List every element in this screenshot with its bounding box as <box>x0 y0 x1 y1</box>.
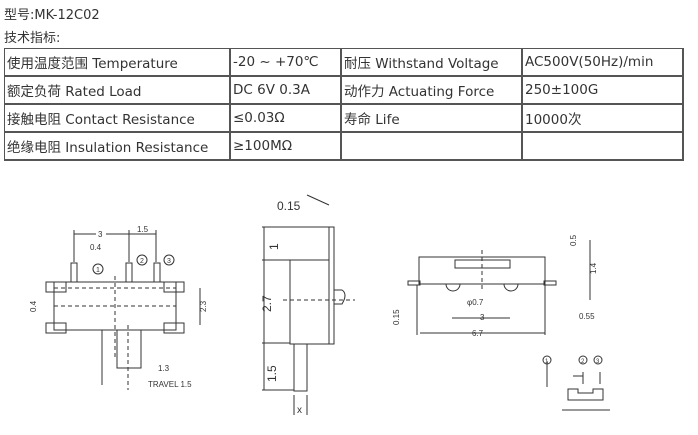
dim-x: x <box>297 405 302 416</box>
side-body <box>289 259 330 345</box>
dim-3-bottom: 3 <box>480 313 485 322</box>
pin-1 <box>70 262 78 283</box>
pin-label-2-bottom: 2 <box>581 359 585 365</box>
dim-0-5: 0.5 <box>569 234 578 246</box>
dim-1-3: 1.3 <box>158 364 170 373</box>
cell: ≥100MΩ <box>229 131 342 161</box>
cell: DC 6V 0.3A <box>229 75 342 105</box>
dim-travel: TRAVEL 1.5 <box>148 380 192 389</box>
cell <box>521 131 684 161</box>
cell: 使用温度范围 Temperature <box>4 48 231 77</box>
cell: 寿命 Life <box>340 103 523 133</box>
spec-title: 技术指标: <box>4 31 61 46</box>
cell: -20 ~ +70℃ <box>229 48 342 77</box>
dim-2-7: 2.7 <box>260 295 274 312</box>
dim-0-15: 0.15 <box>277 199 301 213</box>
pin-2 <box>125 262 133 283</box>
table-row: 绝缘电阻 Insulation Resistance≥100MΩ <box>4 131 684 161</box>
dim-1-5: 1.5 <box>137 225 149 234</box>
dim-1-5-side: 1.5 <box>265 365 279 382</box>
model-number: 型号:MK-12C02 <box>4 8 100 23</box>
bottom-view <box>407 240 610 411</box>
dim-1: 1 <box>267 243 281 250</box>
cell: 250±100G <box>521 75 684 105</box>
cell: 耐压 Withstand Voltage <box>340 48 523 77</box>
dim-3: 3 <box>98 230 103 239</box>
pin-label-1-bottom: 1 <box>545 359 549 365</box>
cell: AC500V(50Hz)/min <box>521 48 684 77</box>
pin-label-1: 1 <box>96 267 100 274</box>
dim-0-55: 0.55 <box>579 312 595 321</box>
cell: 额定负荷 Rated Load <box>4 75 231 105</box>
dim-0-15-bottom: 0.15 <box>392 309 401 325</box>
dim-0-4: 0.4 <box>90 243 102 252</box>
actuator <box>116 329 142 369</box>
cell: ≤0.03Ω <box>229 103 342 133</box>
cell: 动作力 Actuating Force <box>340 75 523 105</box>
dim-6-7: 6.7 <box>472 329 484 338</box>
dim-phi-0-7: φ0.7 <box>467 298 484 307</box>
pin-3 <box>153 262 161 283</box>
pin-label-2: 2 <box>140 258 144 265</box>
cell: 10000次 <box>521 103 684 133</box>
pin-label-3: 3 <box>167 258 171 265</box>
dim-2-3: 2.3 <box>199 300 208 312</box>
cell <box>340 131 523 161</box>
pin-label-3-bottom: 3 <box>596 359 600 365</box>
front-view <box>45 230 201 390</box>
dim-1-4: 1.4 <box>589 262 598 274</box>
cell: 绝缘电阻 Insulation Resistance <box>4 131 231 161</box>
dim-0-4-vertical: 0.4 <box>29 300 38 312</box>
cell: 接触电阻 Contact Resistance <box>4 103 231 133</box>
side-view <box>262 194 355 415</box>
